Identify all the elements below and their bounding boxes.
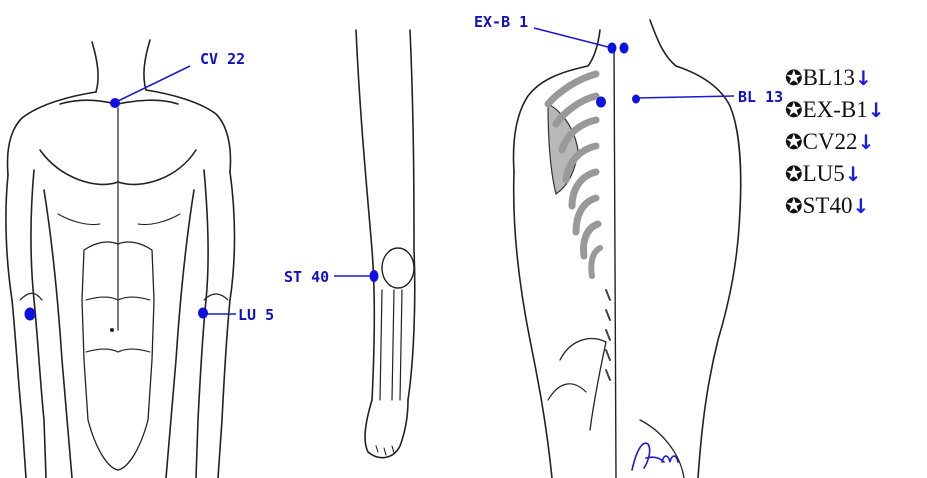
down-arrow-icon: ↓ [845, 162, 862, 186]
down-arrow-icon: ↓ [858, 130, 875, 154]
acupoint-dots [25, 43, 641, 321]
star-in-circle-icon: ✪ [785, 98, 803, 122]
lu5-acupoint-dot [198, 308, 208, 319]
st40-label: ST 40 [284, 268, 329, 286]
pointer-lines [116, 28, 734, 314]
down-arrow-icon: ↓ [868, 98, 885, 122]
legend-item-label: BL13 [803, 65, 855, 90]
legend-item-label: LU5 [803, 161, 845, 186]
front-torso-figure [6, 40, 235, 478]
lu5-left-acupoint-dot [25, 308, 36, 321]
bl13-acupoint-dot-2 [632, 95, 640, 104]
leg-figure [356, 30, 415, 458]
legend-item-label: EX-B1 [803, 97, 868, 122]
star-in-circle-icon: ✪ [785, 130, 803, 154]
legend-item: ✪EX-B1↓ [785, 94, 885, 126]
lu5-label: LU 5 [238, 306, 274, 324]
exb1-acupoint-dot [608, 43, 617, 54]
acupoint-legend: ✪BL13↓✪EX-B1↓✪CV22↓✪LU5↓✪ST40↓ [785, 62, 885, 222]
st40-acupoint-dot [370, 270, 379, 282]
down-arrow-icon: ↓ [852, 194, 869, 218]
cv22-label: CV 22 [200, 50, 245, 68]
legend-item-label: CV22 [803, 129, 858, 154]
legend-item: ✪ST40↓ [785, 190, 885, 222]
exb1-acupoint-dot-2 [620, 43, 629, 54]
back-figure [514, 20, 741, 478]
cv22-acupoint-dot [110, 98, 120, 108]
exb1-label: EX-B 1 [474, 13, 528, 31]
star-in-circle-icon: ✪ [785, 162, 803, 186]
star-in-circle-icon: ✪ [785, 194, 803, 218]
legend-item: ✪BL13↓ [785, 62, 885, 94]
star-in-circle-icon: ✪ [785, 66, 803, 90]
legend-item-label: ST40 [803, 193, 853, 218]
bl13-acupoint-dot [596, 97, 606, 108]
legend-item: ✪CV22↓ [785, 126, 885, 158]
bl13-label: BL 13 [738, 88, 783, 106]
legend-item: ✪LU5↓ [785, 158, 885, 190]
bl13-pointer-line [636, 96, 734, 98]
down-arrow-icon: ↓ [855, 66, 872, 90]
